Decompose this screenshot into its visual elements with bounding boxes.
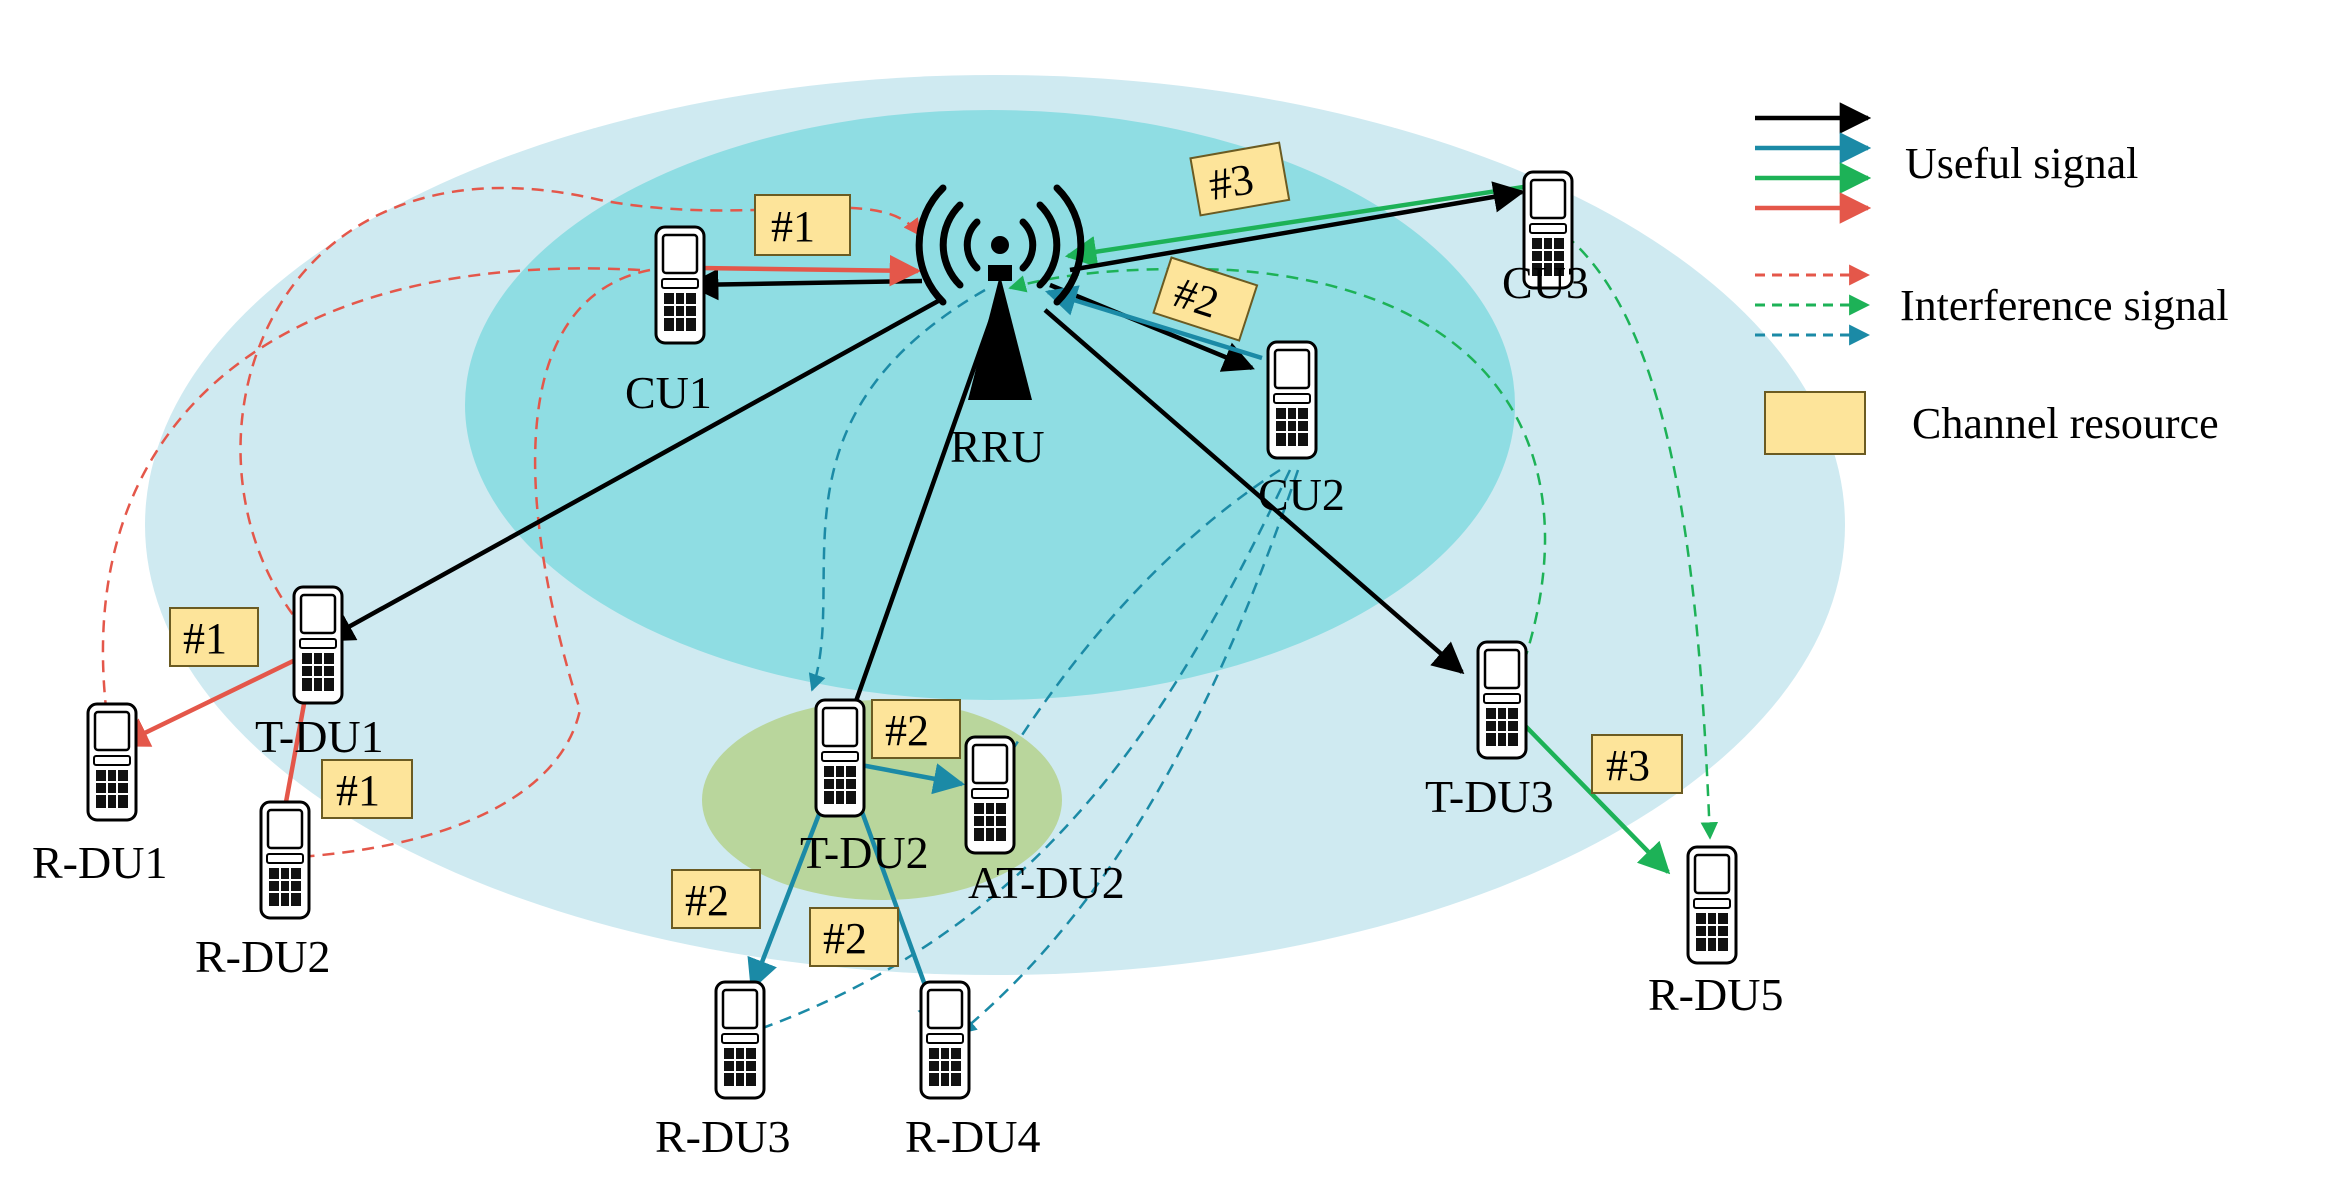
legend-useful-signal-label: Useful signal bbox=[1905, 139, 2138, 188]
rdu5-label: R-DU5 bbox=[1648, 969, 1783, 1020]
cu3-label: CU3 bbox=[1502, 257, 1589, 308]
svg-text:#3: #3 bbox=[1606, 741, 1650, 790]
rru-to-cu3-signal bbox=[1069, 181, 1526, 273]
mobile-phone-icon bbox=[714, 980, 766, 1100]
cu1-label: CU1 bbox=[625, 367, 712, 418]
mobile-phone-icon bbox=[1266, 340, 1318, 460]
tdu1-to-rdu1-signal bbox=[117, 645, 321, 748]
blue-interference-path bbox=[808, 288, 986, 692]
rru-label: RRU bbox=[950, 421, 1045, 472]
channel-tag: #1 bbox=[321, 759, 413, 819]
legend-interference-signal bbox=[1755, 264, 1871, 346]
legend: Useful signal Interference signal Channe… bbox=[1755, 102, 2229, 455]
channel-tag: #2 bbox=[1152, 256, 1259, 342]
inner-coverage-area bbox=[465, 110, 1515, 700]
cu2-label: CU2 bbox=[1258, 469, 1345, 520]
tdu3-to-rdu5-signal bbox=[1498, 698, 1671, 875]
mobile-phone-icon bbox=[964, 735, 1016, 855]
channel-tag: #2 bbox=[809, 907, 899, 967]
antenna-tower-icon bbox=[915, 184, 1085, 400]
svg-text:#3: #3 bbox=[1205, 154, 1257, 210]
red-interference-path bbox=[239, 186, 922, 631]
rru-to-tdu2-signal bbox=[832, 299, 1001, 755]
rdu2-label: R-DU2 bbox=[195, 931, 330, 982]
svg-text:#2: #2 bbox=[823, 914, 867, 963]
green-interference-path bbox=[1564, 234, 1719, 840]
tdu3-label: T-DU3 bbox=[1425, 771, 1554, 822]
channel-tag: #2 bbox=[871, 699, 961, 759]
blue-interference-path bbox=[741, 469, 1292, 1039]
mobile-phone-icon bbox=[86, 702, 138, 822]
cu2-to-rru-signal bbox=[1044, 285, 1263, 361]
red-interference-path bbox=[280, 268, 651, 866]
svg-text:#1: #1 bbox=[771, 202, 815, 251]
legend-channel-resource-label: Channel resource bbox=[1912, 399, 2219, 448]
mobile-phone-icon bbox=[919, 980, 971, 1100]
mobile-phone-icon bbox=[1686, 845, 1738, 965]
channel-tag: #1 bbox=[754, 194, 851, 256]
cu1-to-rru-signal bbox=[699, 254, 922, 287]
rru-to-cu1-signal bbox=[686, 268, 923, 301]
svg-text:#1: #1 bbox=[336, 766, 380, 815]
cu3-to-rru-signal bbox=[1064, 183, 1531, 268]
blue-interference-path bbox=[958, 469, 1300, 1035]
tdu1-label: T-DU1 bbox=[255, 711, 384, 762]
tdu2-label: T-DU2 bbox=[800, 827, 929, 878]
svg-text:#2: #2 bbox=[685, 876, 729, 925]
channel-tag: #3 bbox=[1591, 734, 1683, 794]
mobile-phone-icon bbox=[292, 585, 344, 705]
channel-tag: #1 bbox=[169, 607, 259, 667]
legend-channel-resource-swatch bbox=[1764, 391, 1866, 455]
rdu1-label: R-DU1 bbox=[32, 837, 167, 888]
rdu3-label: R-DU3 bbox=[655, 1111, 790, 1162]
svg-text:#2: #2 bbox=[885, 706, 929, 755]
channel-tag: #2 bbox=[671, 869, 761, 929]
mobile-phone-icon bbox=[654, 225, 706, 345]
rdu4-label: R-DU4 bbox=[905, 1111, 1040, 1162]
red-interference-path bbox=[98, 267, 641, 740]
channel-tag: #3 bbox=[1189, 141, 1291, 217]
rru-to-tdu1-signal bbox=[322, 298, 942, 642]
atdu2-label: AT-DU2 bbox=[968, 857, 1125, 908]
mobile-phone-icon bbox=[814, 698, 866, 818]
rru-to-tdu3-signal bbox=[1043, 308, 1465, 675]
legend-useful-signal bbox=[1755, 102, 1872, 224]
legend-interference-signal-label: Interference signal bbox=[1900, 281, 2229, 330]
rru-to-cu2-signal bbox=[1049, 282, 1255, 372]
svg-text:#1: #1 bbox=[183, 614, 227, 663]
mobile-phone-icon bbox=[1476, 640, 1528, 760]
mobile-phone-icon bbox=[259, 800, 311, 920]
